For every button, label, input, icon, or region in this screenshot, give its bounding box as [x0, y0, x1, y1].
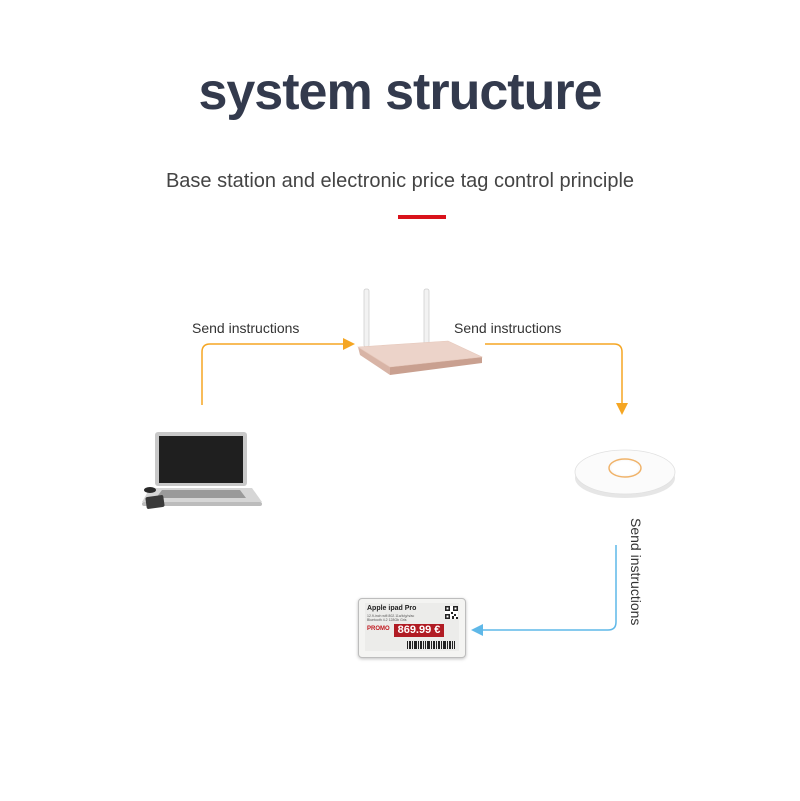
price-tag-screen: Apple ipad Pro 12.9-inch wifi 802.11a/b/…	[365, 603, 459, 651]
arrow-base-station-to-tag	[471, 545, 617, 636]
laptop-icon	[142, 432, 262, 509]
barcode-icon	[407, 641, 455, 649]
label-base-station-to-tag: Send instructions	[628, 518, 644, 626]
label-laptop-to-router: Send instructions	[192, 320, 300, 336]
base-station-icon	[574, 449, 676, 498]
price-tag-product: Apple ipad Pro	[367, 605, 417, 612]
label-router-to-base-station: Send instructions	[454, 320, 562, 336]
accent-divider	[398, 215, 446, 219]
arrow-laptop-to-router	[201, 338, 355, 405]
price-tag-promo: PROMO	[367, 626, 390, 632]
price-tag-price-box: 869.99 €	[394, 624, 444, 637]
qr-code-icon	[445, 606, 458, 619]
electronic-price-tag: Apple ipad Pro 12.9-inch wifi 802.11a/b/…	[358, 598, 466, 658]
router-icon	[357, 288, 484, 375]
page-title: system structure	[198, 63, 602, 121]
price-tag-price: 869.99 €	[397, 624, 441, 636]
price-tag-specs: 12.9-inch wifi 802.11a/b/g/n/ac Bluetoot…	[367, 614, 415, 622]
page-subtitle: Base station and electronic price tag co…	[165, 170, 635, 192]
arrow-router-to-base-station	[485, 343, 628, 415]
